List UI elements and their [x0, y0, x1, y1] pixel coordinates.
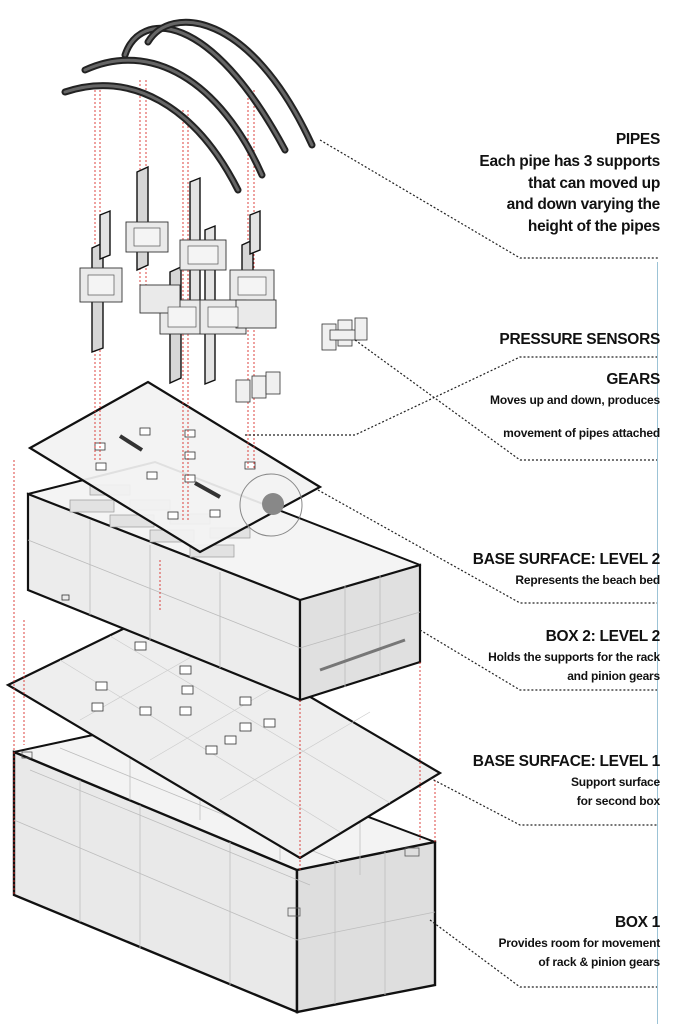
base-surface-1-line-2: for second box [576, 793, 660, 808]
gears-line-2: movement of pipes attached [503, 425, 660, 440]
base-surface-2-title: BASE SURFACE: LEVEL 2 [472, 551, 661, 568]
gears-annotation: GEARS Moves up and down, produces moveme… [490, 370, 660, 442]
gear-detail-circle [239, 473, 303, 537]
base-surface-1-annotation: BASE SURFACE: LEVEL 1 Support surface fo… [472, 752, 661, 810]
right-accent-line [657, 262, 658, 1024]
pipes-title: PIPES [615, 131, 660, 148]
base-surface-2-annotation: BASE SURFACE: LEVEL 2 Represents the bea… [472, 550, 661, 590]
box-1-line-2: of rack & pinion gears [538, 954, 660, 969]
pipe-supports [79, 165, 277, 386]
box-2-line-2: and pinion gears [567, 668, 660, 683]
pipes-annotation: PIPES Each pipe has 3 supports that can … [479, 130, 660, 238]
pipes-line-3: and down varying the [506, 196, 661, 214]
pipes-line-1: Each pipe has 3 supports [479, 152, 660, 170]
pressure-sensors [235, 317, 368, 403]
pipes-line-2: that can moved up [528, 174, 660, 192]
box-1-right-face [295, 840, 437, 1014]
box-2-title: BOX 2: LEVEL 2 [545, 628, 661, 645]
pipes-line-4: height of the pipes [527, 217, 660, 235]
box-2-line-1: Holds the supports for the rack [488, 649, 660, 664]
box-2-annotation: BOX 2: LEVEL 2 Holds the supports for th… [488, 627, 660, 685]
box-1-line-1: Provides room for movement [498, 935, 660, 950]
base-surface-level-2 [27, 380, 323, 554]
base-surface-2-line-1: Represents the beach bed [515, 572, 660, 587]
gears-line-1: Moves up and down, produces [490, 392, 660, 407]
base-surface-1-title: BASE SURFACE: LEVEL 1 [472, 753, 661, 770]
pipes [61, 18, 316, 194]
pressure-sensors-annotation: PRESSURE SENSORS [499, 330, 660, 351]
pressure-sensors-title: PRESSURE SENSORS [499, 331, 660, 348]
box-1-title: BOX 1 [614, 914, 660, 931]
leader-lines [245, 139, 658, 988]
gears-title: GEARS [606, 371, 660, 388]
base-surface-1-line-1: Support surface [570, 774, 660, 789]
base-surface-level-1 [5, 608, 443, 860]
box-1-annotation: BOX 1 Provides room for movement of rack… [498, 913, 660, 971]
